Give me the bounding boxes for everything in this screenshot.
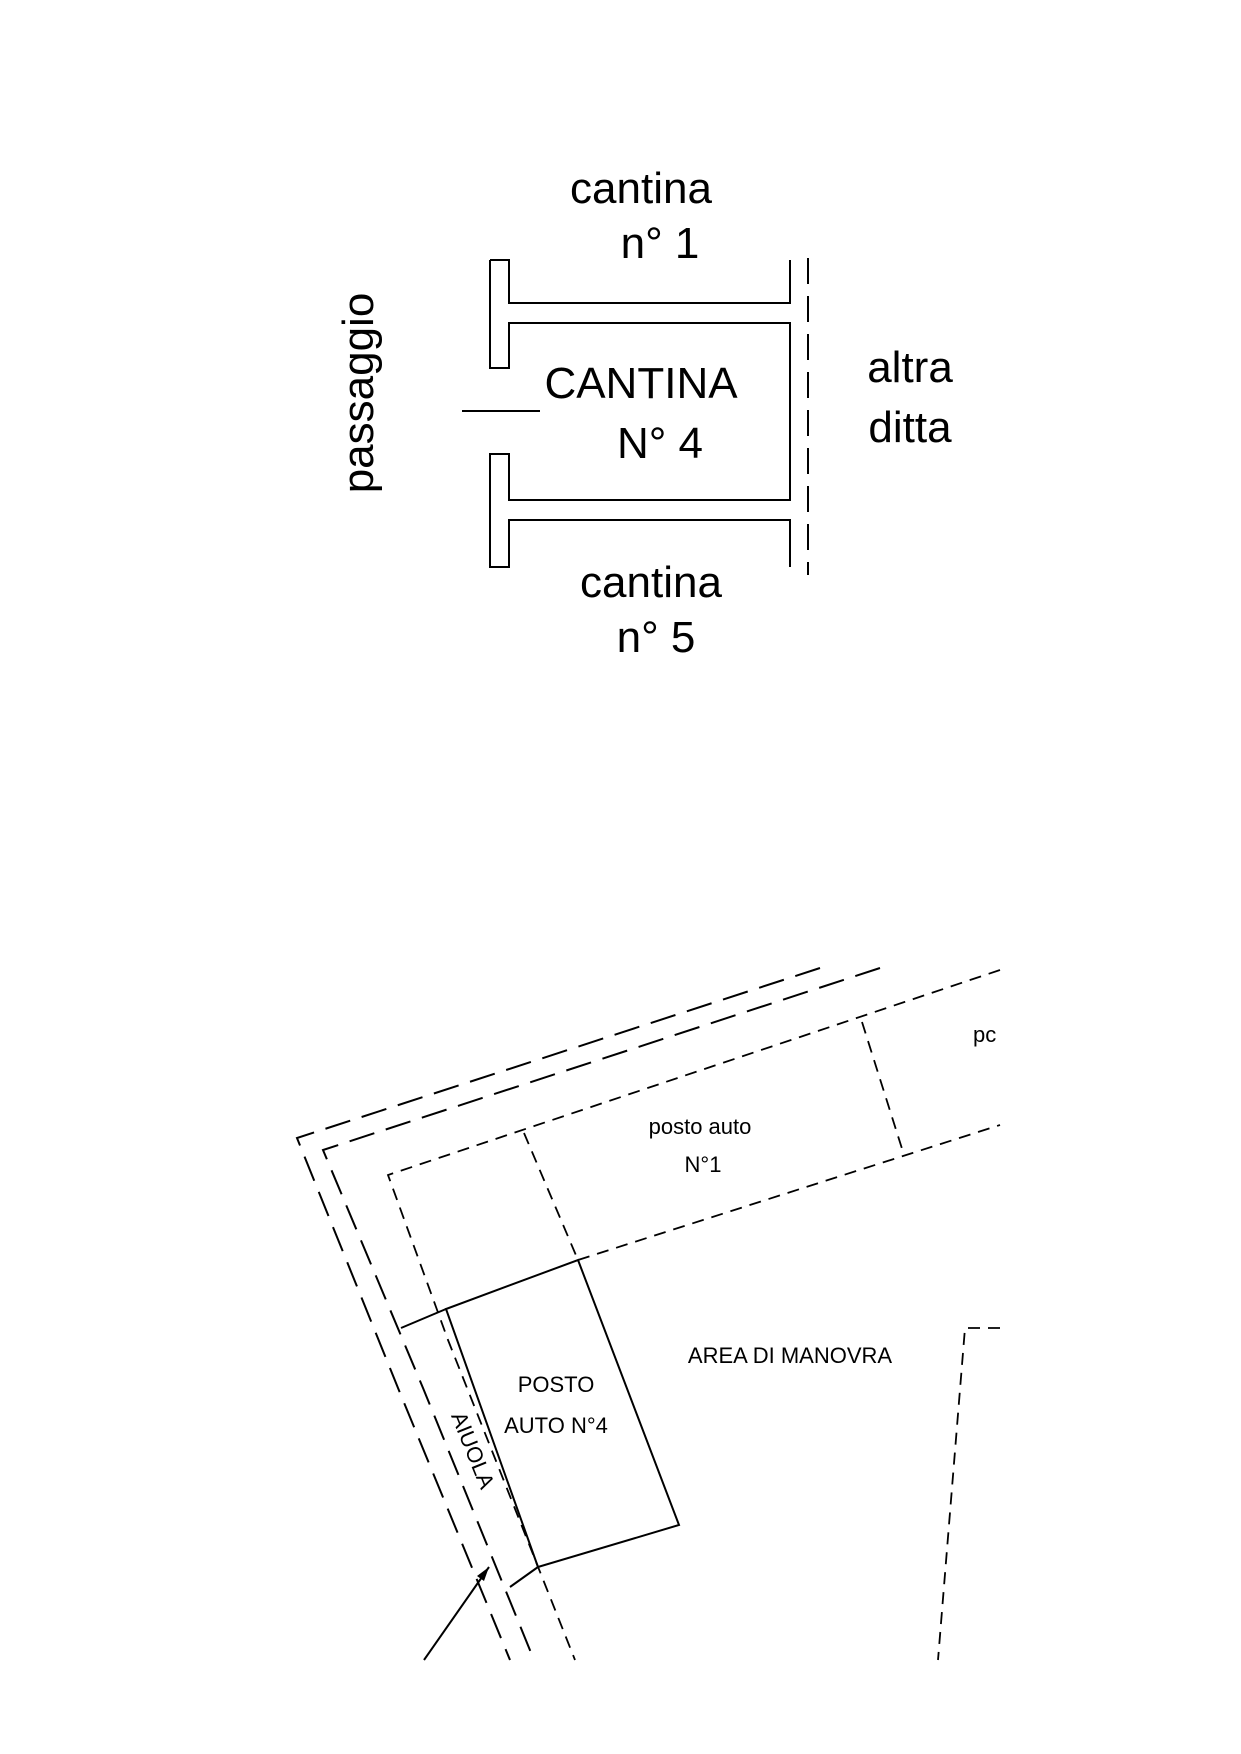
outer-boundary-2 <box>321 967 881 1661</box>
cantina-4-label-line2: N° 4 <box>617 419 703 468</box>
cantina-1-label-line2: n° 1 <box>621 219 700 268</box>
posto-1-left-divider <box>523 1132 579 1261</box>
posto-auto-4-label-line2: AUTO N°4 <box>504 1413 608 1438</box>
cantina-1-label-line1: cantina <box>570 164 712 213</box>
cantina-5-label-line2: n° 5 <box>617 613 696 662</box>
posto-1-bottom-edge <box>577 1124 1001 1261</box>
altra-ditta-label-line2: ditta <box>868 403 952 452</box>
altra-ditta-label-line1: altra <box>867 343 953 392</box>
cellar-walls <box>489 260 791 568</box>
area-manovra-boundary <box>937 1327 1000 1661</box>
cantina-4-label-line1: CANTINA <box>544 359 738 408</box>
area-di-manovra-label: AREA DI MANOVRA <box>688 1343 892 1368</box>
posto-1-right-divider <box>861 1021 905 1156</box>
cantina-5-label-line1: cantina <box>580 558 722 607</box>
aiuola-label: AIUOLA <box>446 1408 500 1492</box>
parking-edge-dashed <box>386 969 1001 1661</box>
cut-off-label: pc <box>973 1022 996 1047</box>
cellar-upper-wall <box>490 259 791 304</box>
leader-arrow-line <box>423 1566 490 1661</box>
outer-boundary-1 <box>295 967 821 1661</box>
leader-arrow-head <box>477 1567 489 1581</box>
posto-auto-1-label-line2: N°1 <box>685 1152 722 1177</box>
parking-plan: posto auto N°1 POSTO AUTO N°4 AREA DI MA… <box>295 967 1001 1661</box>
posto-auto-1-label-line1: posto auto <box>649 1114 752 1139</box>
aiuola-top-edge <box>400 1308 447 1329</box>
passaggio-label: passaggio <box>334 293 383 494</box>
aiuola-bottom-edge <box>509 1566 539 1588</box>
cellar-plan: cantina n° 1 CANTINA N° 4 cantina n° 5 p… <box>334 164 953 662</box>
posto-auto-4-label-line1: POSTO <box>518 1372 595 1397</box>
